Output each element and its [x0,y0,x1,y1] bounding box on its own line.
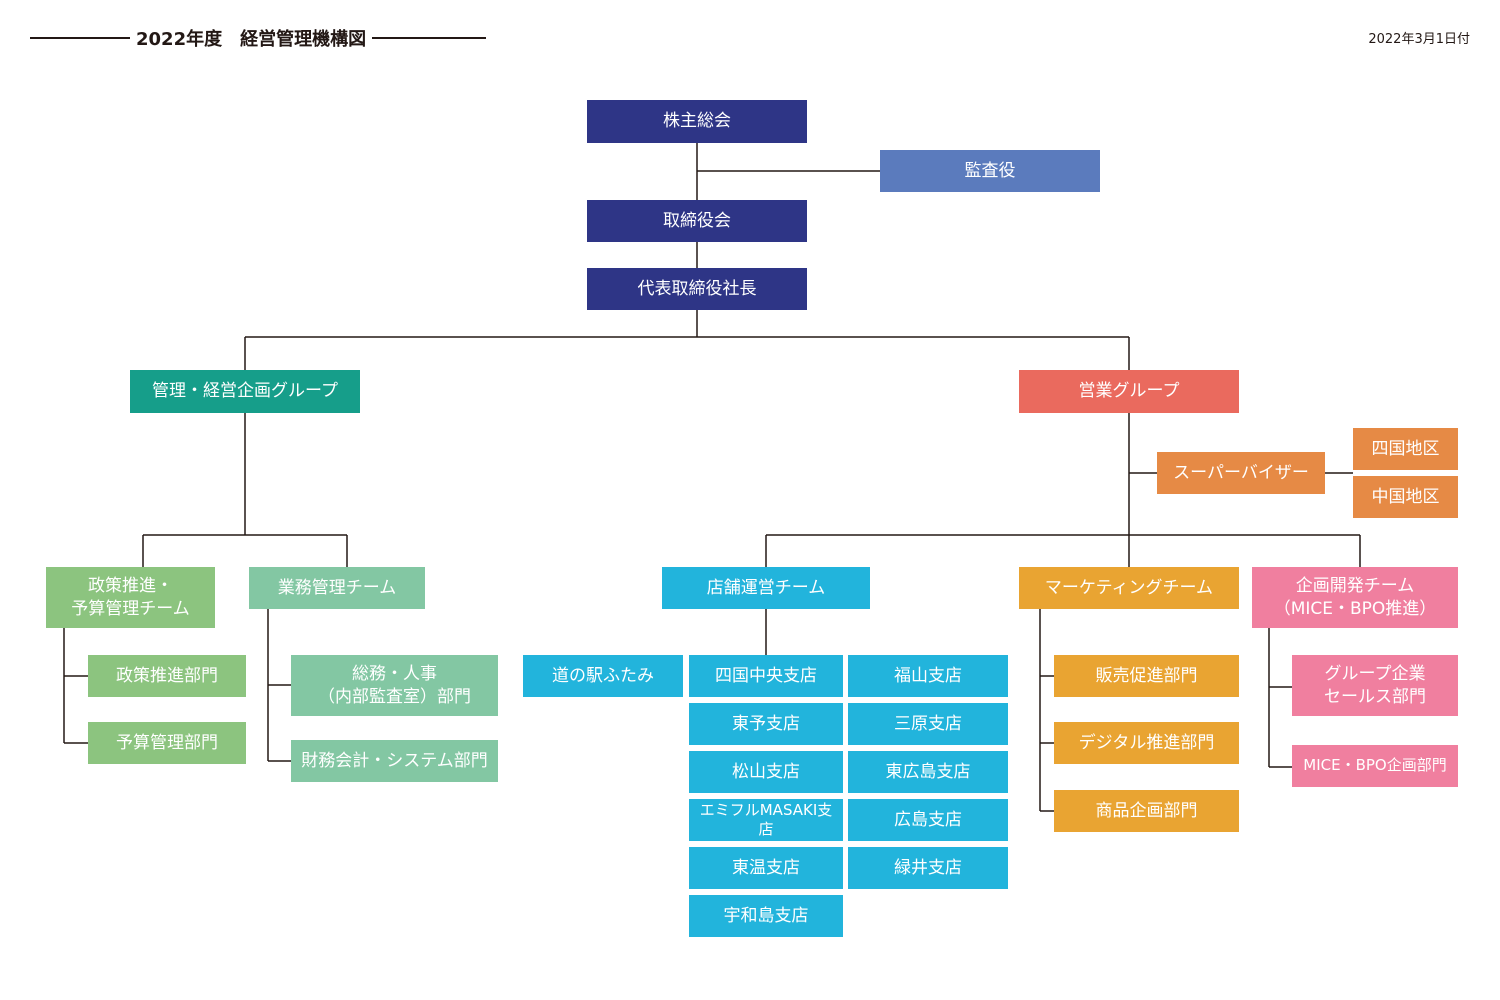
store-operations-team-box: 店舗運営チーム [662,567,870,609]
store-box: 東広島支店 [848,751,1008,793]
store-label: 東予支店 [732,713,800,734]
planning-development-team-label-line1: 企画開発チーム [1295,576,1415,597]
mice-bpo-planning-dept-box: MICE・BPO企画部門 [1292,745,1458,787]
board-of-directors-label: 取締役会 [663,210,731,231]
store-label: 松山支店 [732,761,800,782]
store-box: 四国中央支店 [689,655,843,697]
store-box: エミフルMASAKI支店 [689,799,843,841]
page-title: 2022年度 経営管理機構図 [130,26,373,54]
shikoku-region-label: 四国地区 [1371,438,1440,459]
store-box: 松山支店 [689,751,843,793]
shareholders-meeting-label: 株主総会 [663,111,731,132]
store-box: 三原支店 [848,703,1008,745]
group-sales-dept-box: グループ企業 セールス部門 [1292,655,1458,716]
marketing-team-box: マーケティングチーム [1019,567,1239,609]
ga-hr-dept-label-line2: （内部監査室）部門 [318,686,471,707]
policy-budget-team-label-line2: 予算管理チーム [71,598,190,619]
michi-no-eki-futami-box: 道の駅ふたみ [523,655,683,697]
michi-no-eki-futami-label: 道の駅ふたみ [552,665,654,686]
store-box: 東温支店 [689,847,843,889]
mice-bpo-planning-dept-label: MICE・BPO企画部門 [1303,756,1447,775]
policy-dept-box: 政策推進部門 [88,655,246,697]
planning-development-team-box: 企画開発チーム （MICE・BPO推進） [1252,567,1458,628]
marketing-team-label: マーケティングチーム [1044,577,1214,598]
store-label: 東広島支店 [885,761,971,782]
store-label: 福山支店 [894,665,962,686]
admin-planning-group-box: 管理・経営企画グループ [130,370,360,413]
store-label: エミフルMASAKI支店 [699,800,833,839]
chugoku-region-box: 中国地区 [1353,476,1458,518]
store-label: 宇和島支店 [723,905,809,926]
chugoku-region-label: 中国地区 [1371,486,1440,507]
budget-dept-box: 予算管理部門 [88,722,246,764]
policy-budget-team-label-line1: 政策推進・ [88,576,173,597]
store-label: 三原支店 [894,713,962,734]
president-label: 代表取締役社長 [637,278,757,299]
ga-hr-dept-box: 総務・人事 （内部監査室）部門 [291,655,498,716]
policy-budget-team-box: 政策推進・ 予算管理チーム [46,567,215,628]
store-box: 福山支店 [848,655,1008,697]
supervisor-box: スーパーバイザー [1157,452,1325,494]
group-sales-dept-label-line2: セールス部門 [1324,686,1426,707]
admin-planning-group-label: 管理・経営企画グループ [152,381,338,402]
store-box: 緑井支店 [848,847,1008,889]
store-label: 四国中央支店 [715,665,817,686]
operations-management-team-box: 業務管理チーム [249,567,425,609]
digital-promotion-dept-box: デジタル推進部門 [1054,722,1239,764]
store-label: 広島支店 [894,809,962,830]
finance-system-dept-box: 財務会計・システム部門 [291,740,498,782]
operations-management-team-label: 業務管理チーム [277,577,397,598]
store-box: 宇和島支店 [689,895,843,937]
group-sales-dept-label-line1: グループ企業 [1324,664,1426,685]
shikoku-region-box: 四国地区 [1353,428,1458,470]
ga-hr-dept-label-line1: 総務・人事 [352,664,437,685]
product-planning-dept-label: 商品企画部門 [1095,800,1198,821]
store-label: 東温支店 [732,857,800,878]
sales-promotion-dept-label: 販売促進部門 [1095,665,1198,686]
policy-dept-label: 政策推進部門 [116,665,218,686]
shareholders-meeting-box: 株主総会 [587,100,807,143]
sales-group-label: 営業グループ [1078,381,1180,402]
sales-group-box: 営業グループ [1019,370,1239,413]
board-of-directors-box: 取締役会 [587,200,807,242]
budget-dept-label: 予算管理部門 [116,732,218,753]
store-label: 緑井支店 [894,857,962,878]
issue-date: 2022年3月1日付 [1368,32,1470,47]
store-box: 東予支店 [689,703,843,745]
finance-system-dept-label: 財務会計・システム部門 [301,750,488,771]
auditor-label: 監査役 [964,160,1016,181]
sales-promotion-dept-box: 販売促進部門 [1054,655,1239,697]
auditor-box: 監査役 [880,150,1100,192]
store-operations-team-label: 店舗運営チーム [706,577,826,598]
president-box: 代表取締役社長 [587,268,807,310]
planning-development-team-label-line2: （MICE・BPO推進） [1273,598,1437,619]
store-box: 広島支店 [848,799,1008,841]
digital-promotion-dept-label: デジタル推進部門 [1078,732,1215,753]
supervisor-label: スーパーバイザー [1173,462,1309,483]
product-planning-dept-box: 商品企画部門 [1054,790,1239,832]
